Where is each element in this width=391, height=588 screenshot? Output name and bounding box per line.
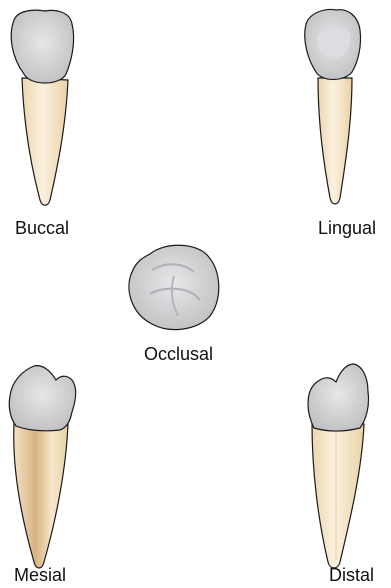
- crown-mesial: [9, 366, 76, 431]
- tooth-lingual-view: [305, 10, 361, 204]
- crown-distal: [308, 364, 369, 431]
- root-mesial: [14, 424, 68, 568]
- root-distal: [312, 424, 364, 568]
- crown-occlusal: [129, 245, 219, 329]
- tooth-mesial-view: [9, 366, 76, 568]
- root-lingual: [318, 78, 352, 204]
- tooth-occlusal-view: [129, 245, 219, 329]
- label-occlusal: Occlusal: [144, 345, 213, 363]
- root-buccal: [22, 78, 68, 205]
- tooth-buccal-view: [11, 10, 73, 205]
- label-distal: Distal: [329, 566, 374, 584]
- label-buccal: Buccal: [15, 219, 69, 237]
- crown-buccal: [11, 10, 73, 83]
- tooth-distal-view: [308, 364, 369, 568]
- label-mesial: Mesial: [14, 566, 66, 584]
- label-lingual: Lingual: [318, 219, 376, 237]
